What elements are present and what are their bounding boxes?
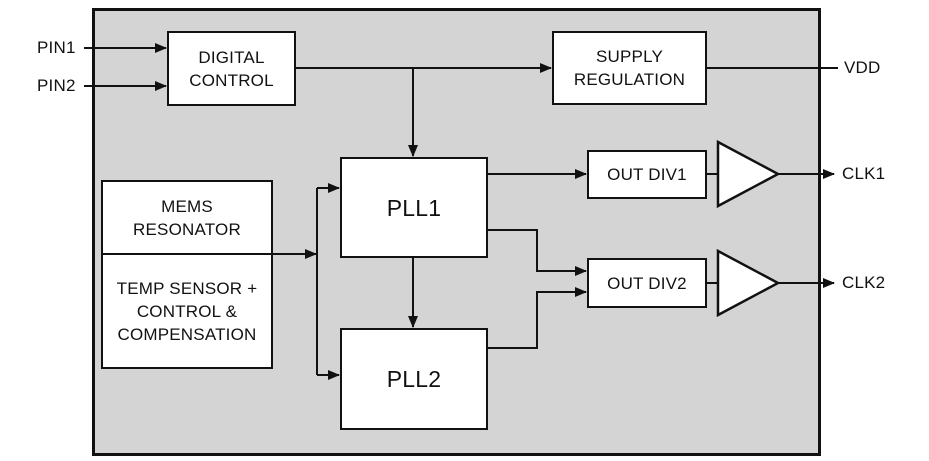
block-mems-temp: MEMS RESONATOR TEMP SENSOR + CONTROL & C… <box>101 180 273 369</box>
block-mems-resonator: MEMS RESONATOR <box>103 182 271 255</box>
label-clk1: CLK1 <box>842 164 886 183</box>
block-label-line: PLL1 <box>386 194 442 221</box>
block-label-line: CONTROL <box>189 70 274 90</box>
label-pin2: PIN2 <box>37 76 76 95</box>
block-out-div2: OUT DIV2 <box>587 258 707 308</box>
block-label-line: SUPPLY <box>595 47 664 66</box>
block-label-line: CONTROL & <box>136 301 238 321</box>
block-label-line: PLL2 <box>386 366 442 392</box>
block-label-line: OUT DIV1 <box>607 165 687 184</box>
label-clk2: CLK2 <box>842 273 886 292</box>
label-pin1: PIN1 <box>37 38 76 57</box>
block-label-line: REGULATION <box>573 70 686 89</box>
label-vdd: VDD <box>844 58 881 77</box>
block-label-line: TEMP SENSOR + <box>116 278 258 298</box>
block-label-line: RESONATOR <box>133 219 241 239</box>
block-supply-regulation: SUPPLY REGULATION <box>552 31 707 105</box>
block-label-line: DIGITAL <box>198 47 265 67</box>
block-label-line: COMPENSATION <box>117 324 257 344</box>
block-label-line: MEMS <box>161 196 213 216</box>
block-temp-sensor: TEMP SENSOR + CONTROL & COMPENSATION <box>103 255 271 367</box>
block-out-div1: OUT DIV1 <box>587 150 707 199</box>
block-digital-control: DIGITAL CONTROL <box>167 31 296 106</box>
block-pll2: PLL2 <box>340 328 488 430</box>
block-pll1: PLL1 <box>340 157 488 258</box>
block-label-line: OUT DIV2 <box>607 273 687 293</box>
